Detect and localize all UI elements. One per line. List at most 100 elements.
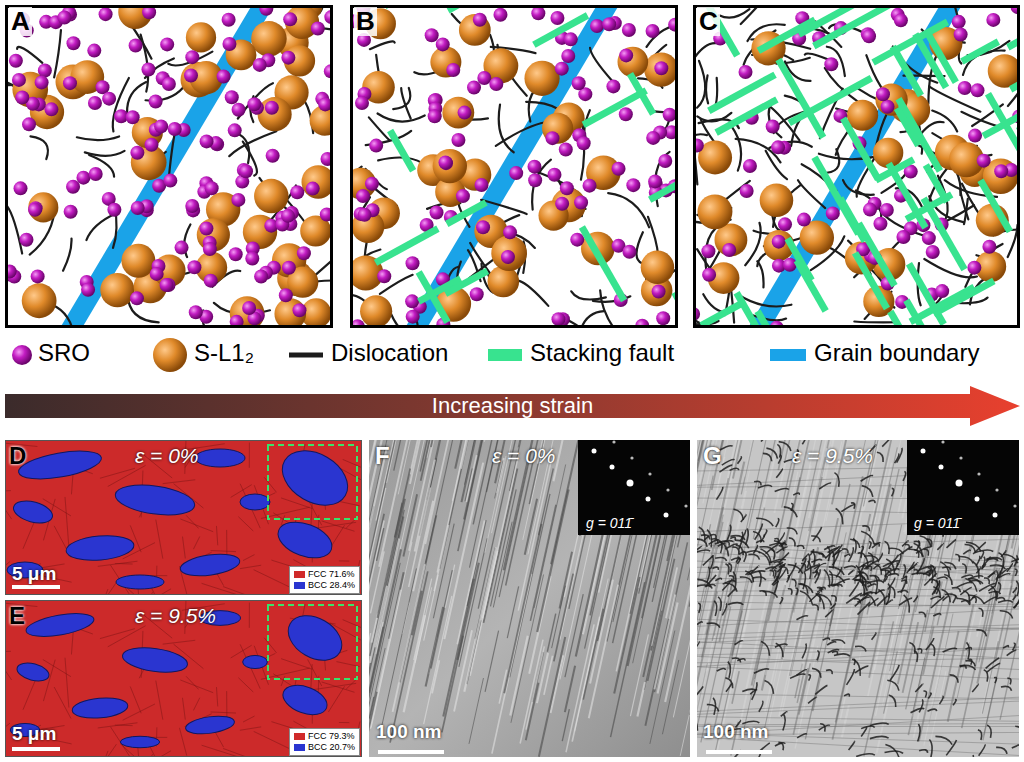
dislocation-tangle xyxy=(861,476,873,482)
sro-particle xyxy=(154,119,168,133)
panel-ground xyxy=(5,5,333,328)
dislocation-tangle xyxy=(944,574,952,584)
dislocation-line xyxy=(745,223,760,265)
dislocation-tangle xyxy=(831,596,836,602)
dislocation-tangle xyxy=(808,675,810,681)
sro-particle xyxy=(740,184,754,198)
dislocation-line xyxy=(127,82,146,113)
dislocation-tangle xyxy=(724,541,730,545)
dislocation-tangle xyxy=(814,563,826,568)
dislocation-tangle xyxy=(728,564,731,572)
grain-boundary-trace xyxy=(134,754,153,762)
fault-trace xyxy=(525,499,537,555)
l12-particle xyxy=(254,179,289,214)
dislocation-tangle xyxy=(969,659,972,664)
dislocation-tangle xyxy=(930,596,940,599)
fault-trace xyxy=(1022,281,1024,469)
legend-label: Stacking fault xyxy=(530,340,674,366)
grain-boundary-trace xyxy=(100,629,135,639)
stacking-fault xyxy=(419,272,448,322)
ebsd-map xyxy=(0,440,373,627)
dislocation-line xyxy=(378,158,422,164)
fault-trace xyxy=(366,692,376,740)
sro-particle xyxy=(778,217,792,231)
sro-particle xyxy=(876,87,890,101)
fault-trace xyxy=(697,619,1019,628)
sro-particle xyxy=(451,133,465,147)
fault-trace xyxy=(560,552,572,609)
bcc-phase xyxy=(273,515,337,564)
sro-particle xyxy=(545,131,559,145)
bcc-phase xyxy=(273,440,358,517)
dislocation-tangle xyxy=(998,583,1001,592)
diffraction-spot xyxy=(648,472,651,475)
dislocation-tangle xyxy=(836,508,843,524)
fault-trace xyxy=(678,344,712,498)
stacking-fault xyxy=(889,163,926,227)
grain-boundary-trace xyxy=(240,727,261,730)
dislocation-line xyxy=(666,305,696,312)
dislocation-tangle xyxy=(997,598,1005,601)
sro-particle xyxy=(702,268,716,282)
dislocation-tangle xyxy=(713,698,715,715)
fault-trace xyxy=(697,604,1019,611)
l12-particle xyxy=(301,165,335,199)
grain-boundary-trace xyxy=(264,477,276,492)
stacking-fault xyxy=(898,99,939,171)
fault-trace xyxy=(900,568,914,633)
sro-particle xyxy=(369,139,383,153)
fault-trace xyxy=(458,521,485,645)
sro-particle xyxy=(503,225,517,239)
l12-particle xyxy=(22,283,57,318)
dislocation-tangle xyxy=(783,714,785,730)
dislocation-tangle xyxy=(933,614,940,616)
fault-trace xyxy=(674,524,710,690)
dislocation-tangle xyxy=(978,730,982,740)
fault-trace xyxy=(614,577,640,694)
fault-trace xyxy=(485,456,506,553)
dislocation-tangle xyxy=(761,642,769,656)
dislocation-tangle xyxy=(831,640,844,644)
dislocation-tangle xyxy=(947,540,956,548)
dislocation-tangle xyxy=(984,597,997,604)
dislocation-tangle xyxy=(818,553,823,557)
dislocation-tangle xyxy=(817,589,823,592)
sro-particle xyxy=(377,269,391,283)
dislocation-tangle xyxy=(859,561,873,568)
dislocation-tangle xyxy=(754,481,761,485)
fault-trace xyxy=(898,525,933,685)
dislocation-tangle xyxy=(929,740,932,759)
diffraction-spot xyxy=(664,513,669,518)
dislocation-tangle xyxy=(730,536,745,540)
fault-trace xyxy=(590,580,613,684)
sro-particle xyxy=(622,245,636,259)
stacking-fault xyxy=(376,229,438,263)
dislocation-tangle xyxy=(763,453,772,461)
grain-boundary-trace xyxy=(5,670,12,680)
dislocation-tangle xyxy=(979,583,995,591)
dislocation-tangle xyxy=(965,647,971,649)
panel-border xyxy=(695,7,1019,327)
sro-particle xyxy=(646,131,660,145)
stacking-fault xyxy=(582,227,624,301)
panel-border xyxy=(352,7,677,327)
fault-trace xyxy=(697,629,1019,643)
fault-trace xyxy=(444,463,483,639)
fault-trace xyxy=(697,589,1019,592)
sro-particle xyxy=(648,174,662,188)
sro-particle xyxy=(253,58,267,72)
grain-boundary-trace xyxy=(163,640,196,644)
sro-particle xyxy=(862,29,876,43)
sro-particle xyxy=(663,108,677,122)
fault-trace xyxy=(443,579,473,717)
l12-particle xyxy=(442,97,474,129)
dislocation-tangle xyxy=(788,563,796,579)
dislocation-tangle xyxy=(959,557,974,564)
l12-particle xyxy=(697,194,732,229)
dislocation-tangle xyxy=(965,578,977,591)
dislocation-line xyxy=(401,88,410,118)
sro-particle xyxy=(722,243,736,257)
fault-trace xyxy=(827,597,836,638)
sro-particle xyxy=(456,189,470,203)
sro-particle xyxy=(231,193,245,207)
